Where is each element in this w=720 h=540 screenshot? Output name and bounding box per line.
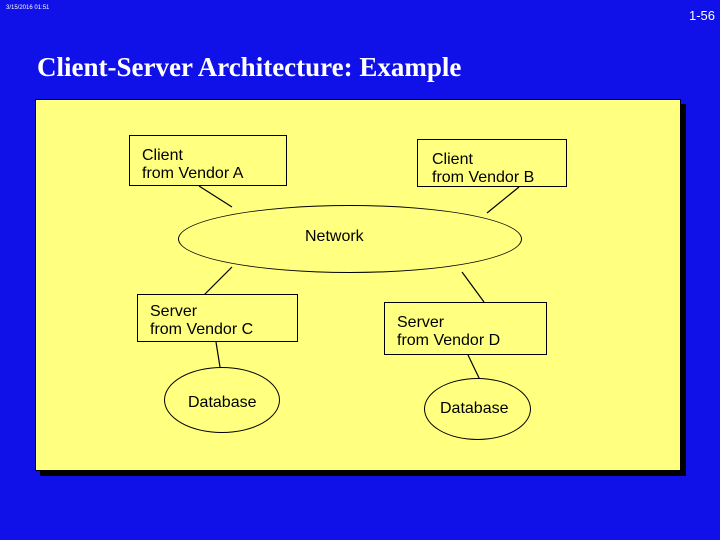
client-b-label-line1: Client [432,151,473,168]
client-vendor-a-box: Client from Vendor A [129,135,287,186]
server-c-label-line2: from Vendor C [150,321,254,338]
link-server-c-database [215,341,221,368]
link-client-a-network [198,185,233,208]
timestamp: 3/15/2016 01:51 [6,5,50,11]
network-label: Network [305,228,364,245]
client-a-label-line1: Client [142,147,183,164]
server-c-label-line1: Server [150,303,198,320]
server-d-label-line1: Server [397,314,445,331]
diagram-panel [35,99,681,471]
server-vendor-c-box: Server from Vendor C [137,294,298,342]
client-vendor-b-box: Client from Vendor B [417,139,567,187]
link-network-server-c [202,266,233,297]
network-ellipse: Network [178,205,522,273]
client-a-label-line2: from Vendor A [142,165,244,182]
database-d-ellipse: Database [424,378,531,440]
link-server-d-database [467,354,481,381]
database-c-label: Database [188,394,257,411]
link-network-server-d [461,271,485,303]
database-c-ellipse: Database [164,367,280,433]
slide-title: Client-Server Architecture: Example [37,52,462,82]
link-client-b-network [486,186,520,214]
page-number: 1-56 [688,8,715,23]
server-d-label-line2: from Vendor D [397,332,501,349]
database-d-label: Database [440,400,509,417]
client-b-label-line2: from Vendor B [432,169,535,186]
server-vendor-d-box: Server from Vendor D [384,302,547,355]
